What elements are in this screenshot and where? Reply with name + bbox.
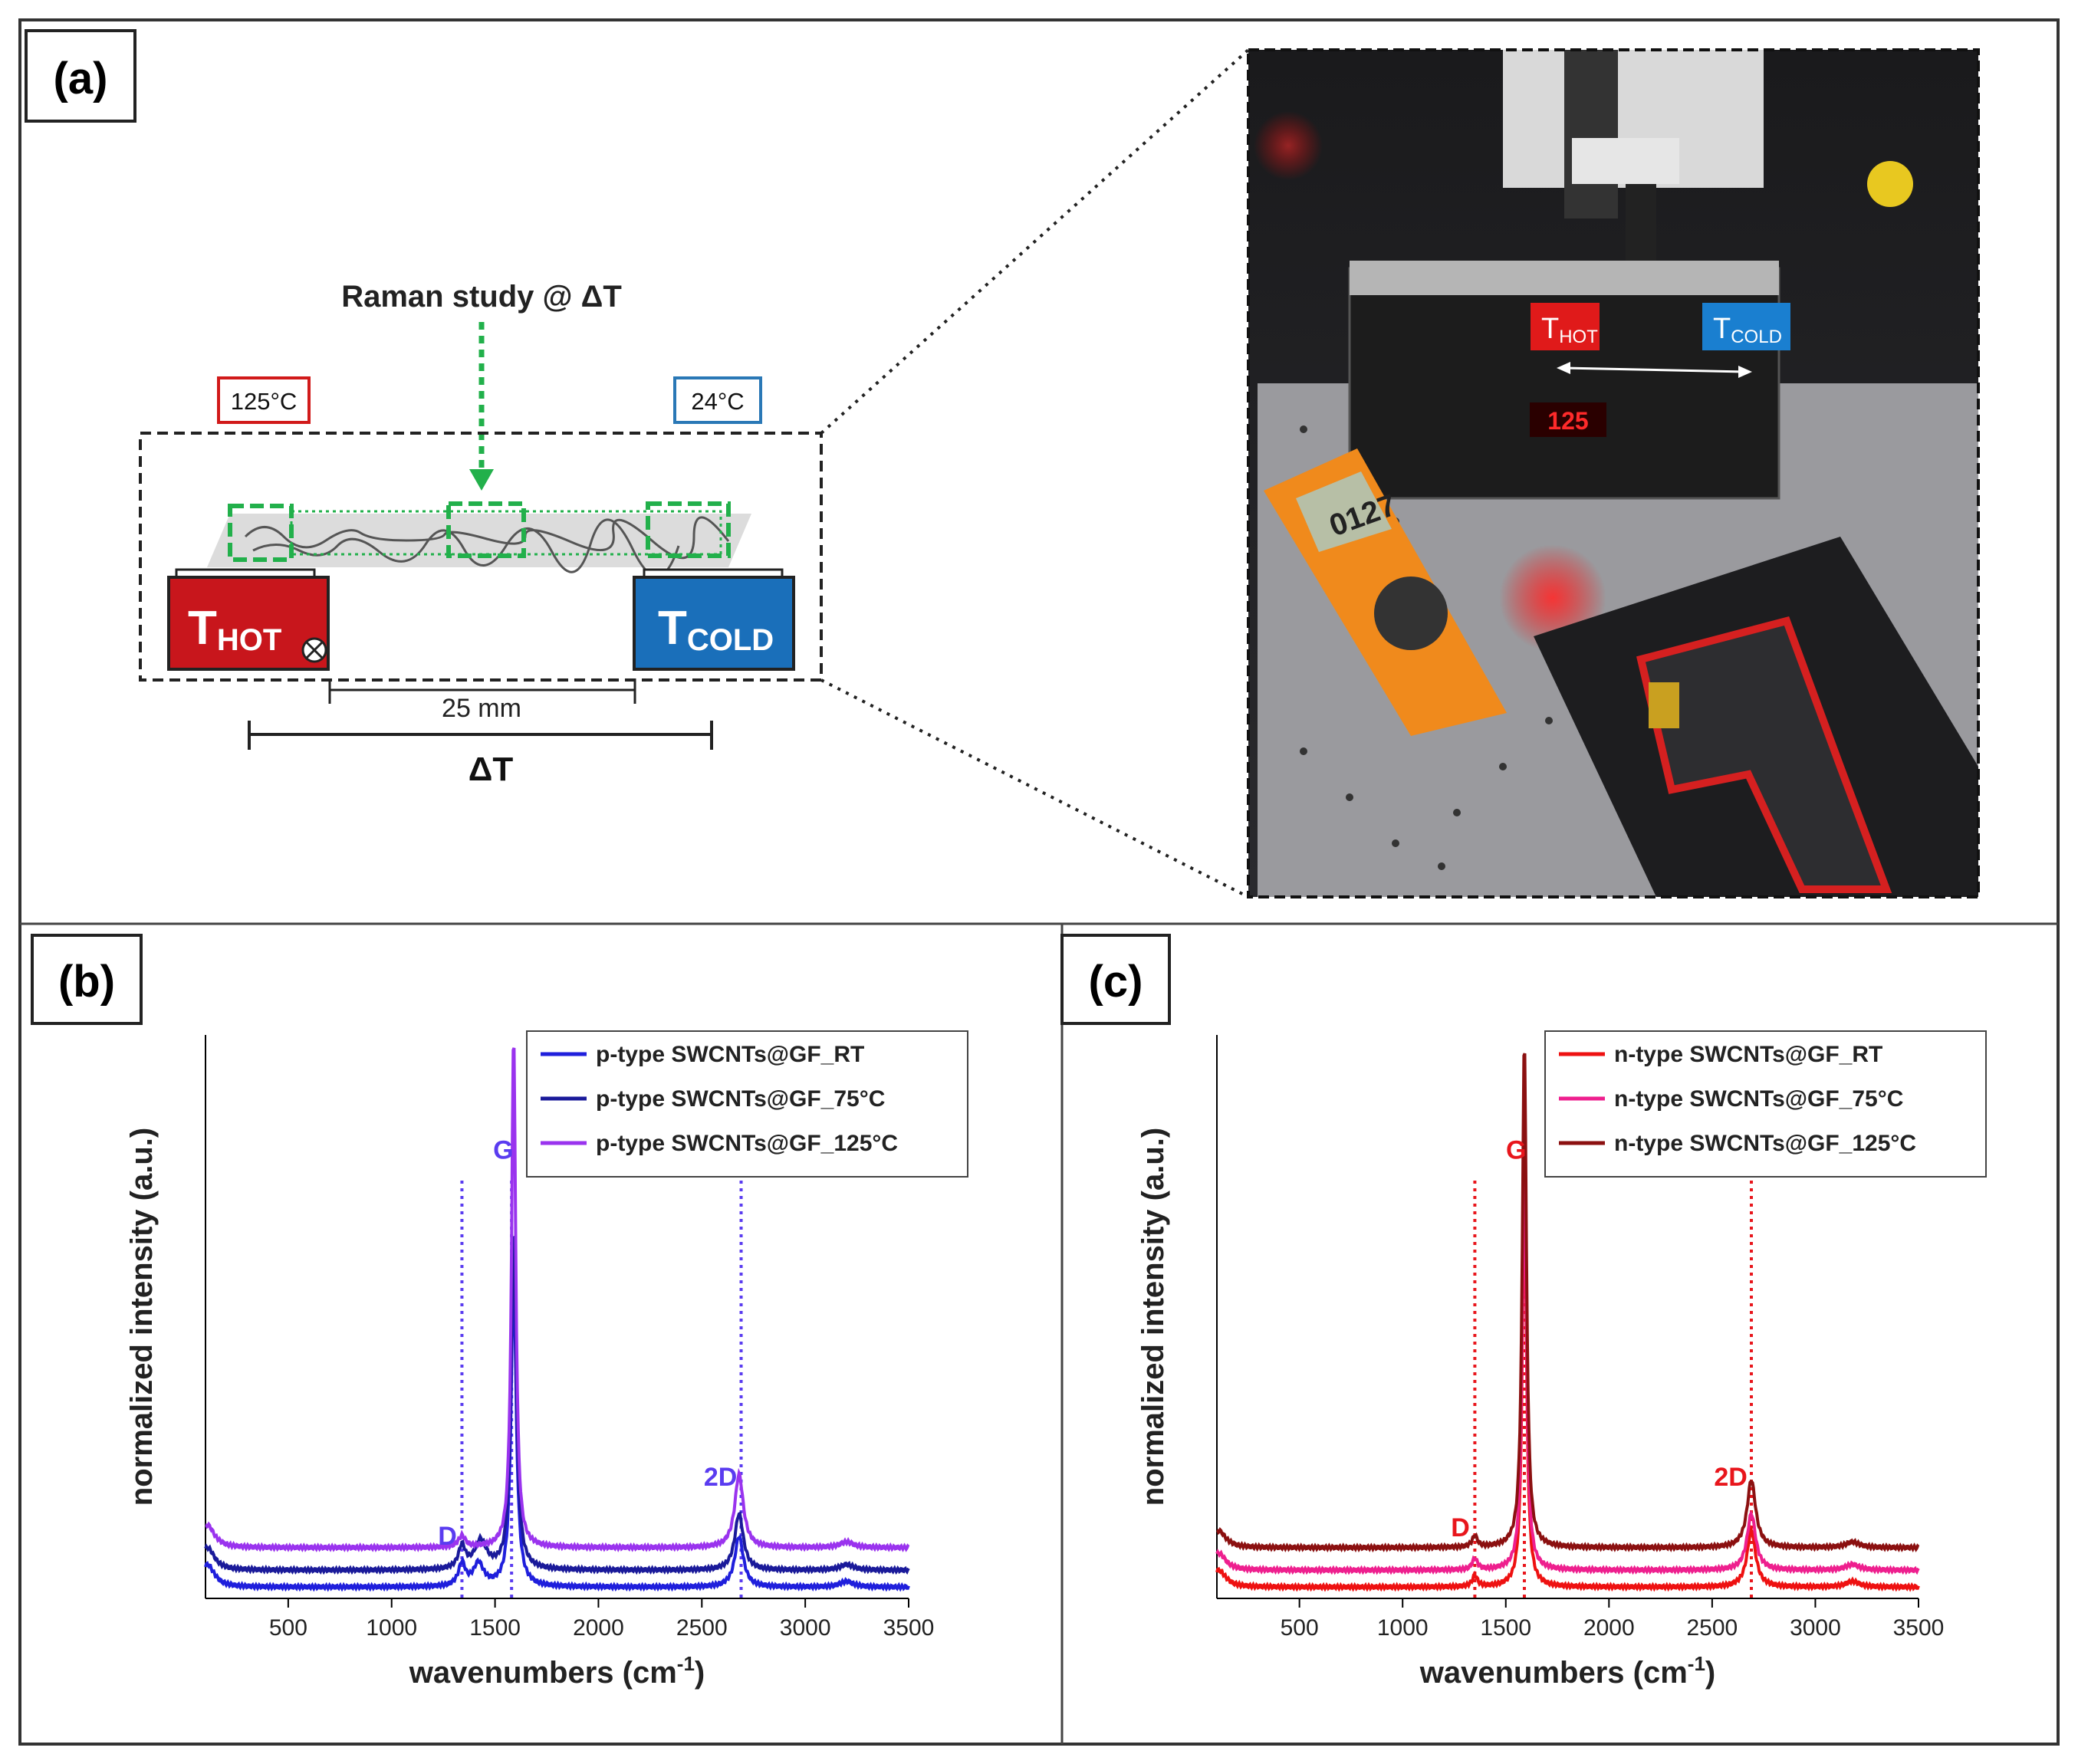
microscope-head bbox=[1572, 138, 1679, 184]
spectrum-line-3 bbox=[205, 1047, 910, 1552]
x-axis-label: wavenumbers (cm-1) bbox=[409, 1652, 705, 1690]
peak-label: G bbox=[493, 1136, 513, 1165]
nanotube-network bbox=[244, 516, 730, 577]
spectrum-line-2 bbox=[204, 1234, 910, 1575]
legend-entry: n-type SWCNTs@GF_RT bbox=[1614, 1042, 1882, 1067]
peak-label: G bbox=[1506, 1136, 1526, 1165]
hot-block-label: THOT bbox=[188, 602, 281, 657]
x-axis-label-sup: -1 bbox=[1688, 1652, 1705, 1675]
x-tick-label: 2500 bbox=[676, 1615, 728, 1641]
heater-display-text: 125 bbox=[1547, 407, 1588, 435]
spectrum-line-2 bbox=[1215, 1157, 1920, 1575]
x-tick-label: 3000 bbox=[1790, 1615, 1841, 1641]
measurement-region-hot bbox=[228, 504, 294, 562]
chart-c: 500 1000 1500 2000 2500 3000 3500 wavenumbers (… bbox=[1136, 1030, 1987, 1690]
hot-temp-label: 125°C bbox=[231, 388, 298, 415]
heater-symbol-cross bbox=[305, 641, 324, 659]
peak-label: D bbox=[1451, 1513, 1470, 1542]
chart-b: 500 1000 1500 2000 2500 3000 3500 wavenumbers (… bbox=[125, 1030, 968, 1690]
x-tick-label: 3000 bbox=[780, 1615, 831, 1641]
cold-temp-label: 24°C bbox=[691, 388, 744, 415]
legend-entry: p-type SWCNTs@GF_125°C bbox=[596, 1131, 898, 1156]
photo-tcold-label-box bbox=[1702, 303, 1790, 350]
photo-tcold-label: TCOLD bbox=[1713, 313, 1782, 347]
measurement-region-cold bbox=[646, 501, 731, 558]
red-glow bbox=[1254, 111, 1323, 180]
multimeter-dial bbox=[1374, 577, 1448, 650]
peak-label: 2D bbox=[704, 1463, 737, 1492]
spectrum-line-1 bbox=[1215, 1186, 1920, 1592]
measurement-region-middle bbox=[446, 501, 526, 558]
x-tick-label: 1000 bbox=[1377, 1615, 1429, 1641]
objective-lens bbox=[1626, 184, 1656, 268]
raman-arrow-head bbox=[469, 469, 494, 491]
ir-thermometer-screen bbox=[1649, 682, 1679, 728]
legend-entry: n-type SWCNTs@GF_75°C bbox=[1614, 1086, 1903, 1112]
x-axis-label-sup: -1 bbox=[677, 1652, 695, 1675]
photo-arrow-right-head bbox=[1738, 366, 1752, 378]
x-axis-label: wavenumbers (cm-1) bbox=[1419, 1652, 1715, 1690]
spectrum-line-1 bbox=[204, 1276, 910, 1592]
setup-photo: 125 THOT TCOLD 0127 bbox=[1247, 48, 1980, 898]
heater-top-plate bbox=[1350, 261, 1779, 295]
x-tick-label: 1500 bbox=[469, 1615, 521, 1641]
peak-label: D bbox=[438, 1522, 457, 1551]
panel-a-label-box bbox=[25, 29, 136, 123]
zoom-line-bottom bbox=[820, 678, 1249, 898]
x-axis-label-text: wavenumbers (cm bbox=[409, 1656, 677, 1690]
cold-block-label: TCOLD bbox=[658, 602, 774, 657]
photo-thot-label: THOT bbox=[1541, 313, 1598, 347]
x-tick-label: 2000 bbox=[573, 1615, 624, 1641]
panel-a: (a) Raman study @ ΔT 125°C 24°C THOT TCO… bbox=[25, 29, 1980, 898]
figure-frame bbox=[18, 18, 2060, 1746]
photo-gradient-arrow bbox=[1563, 366, 1745, 373]
multimeter-screen bbox=[1296, 471, 1392, 552]
x-tick-label: 3500 bbox=[1893, 1615, 1945, 1641]
x-tick-label: 500 bbox=[269, 1615, 307, 1641]
legend-box bbox=[1544, 1030, 1987, 1178]
panel-c-label-box bbox=[1060, 934, 1171, 1025]
ir-thermometer bbox=[1636, 616, 1892, 893]
raman-study-label: Raman study @ ΔT bbox=[341, 280, 622, 314]
x-axis-label-text: wavenumbers (cm bbox=[1419, 1656, 1688, 1690]
panel-a-label: (a) bbox=[54, 54, 108, 103]
panel-c-label: (c) bbox=[1089, 957, 1143, 1007]
hot-temp-box bbox=[217, 376, 311, 424]
peak-label: 2D bbox=[1714, 1463, 1747, 1492]
microscope-column bbox=[1564, 50, 1618, 218]
x-tick-label: 2000 bbox=[1583, 1615, 1635, 1641]
x-tick-label: 3500 bbox=[883, 1615, 935, 1641]
panel-b-label: (b) bbox=[58, 957, 115, 1007]
legend-box bbox=[526, 1030, 968, 1178]
x-tick-label: 1000 bbox=[366, 1615, 417, 1641]
delta-t-label: ΔT bbox=[469, 751, 514, 788]
cold-block bbox=[633, 576, 795, 671]
x-tick-label: 500 bbox=[1281, 1615, 1319, 1641]
panel-b: (b) 500 1000 1500 2000 2500 3000 3500 wavenumbe… bbox=[31, 934, 968, 1690]
photo-thot-label-box bbox=[1531, 303, 1600, 350]
legend-entry: p-type SWCNTs@GF_RT bbox=[596, 1042, 864, 1067]
heater-display bbox=[1530, 402, 1606, 437]
x-axis-label-end: ) bbox=[695, 1656, 705, 1690]
distance-label: 25 mm bbox=[442, 694, 521, 723]
photo-arrow-left-head bbox=[1557, 362, 1570, 374]
legend-entry: p-type SWCNTs@GF_75°C bbox=[596, 1086, 885, 1112]
panel-b-label-box bbox=[31, 934, 143, 1025]
panel-c: (c) 500 1000 1500 2000 2500 3000 3500 wavenumbe… bbox=[1060, 934, 1987, 1690]
sample-strip-outline bbox=[290, 510, 722, 556]
cold-temp-box bbox=[673, 376, 762, 424]
legend-entry: n-type SWCNTs@GF_125°C bbox=[1614, 1131, 1916, 1156]
y-axis-label: normalized intensity (a.u.) bbox=[125, 1128, 159, 1506]
spectrum-line-3 bbox=[1216, 1053, 1920, 1553]
hot-block bbox=[167, 576, 330, 671]
x-axis-label-end: ) bbox=[1705, 1656, 1715, 1690]
x-tick-label: 2500 bbox=[1687, 1615, 1738, 1641]
zoom-line-top bbox=[820, 48, 1250, 435]
photo-frame bbox=[1247, 48, 1980, 898]
yellow-knob bbox=[1867, 161, 1913, 207]
y-axis-label: normalized intensity (a.u.) bbox=[1136, 1128, 1170, 1506]
x-tick-label: 1500 bbox=[1480, 1615, 1531, 1641]
setup-dashed-frame bbox=[139, 432, 823, 682]
